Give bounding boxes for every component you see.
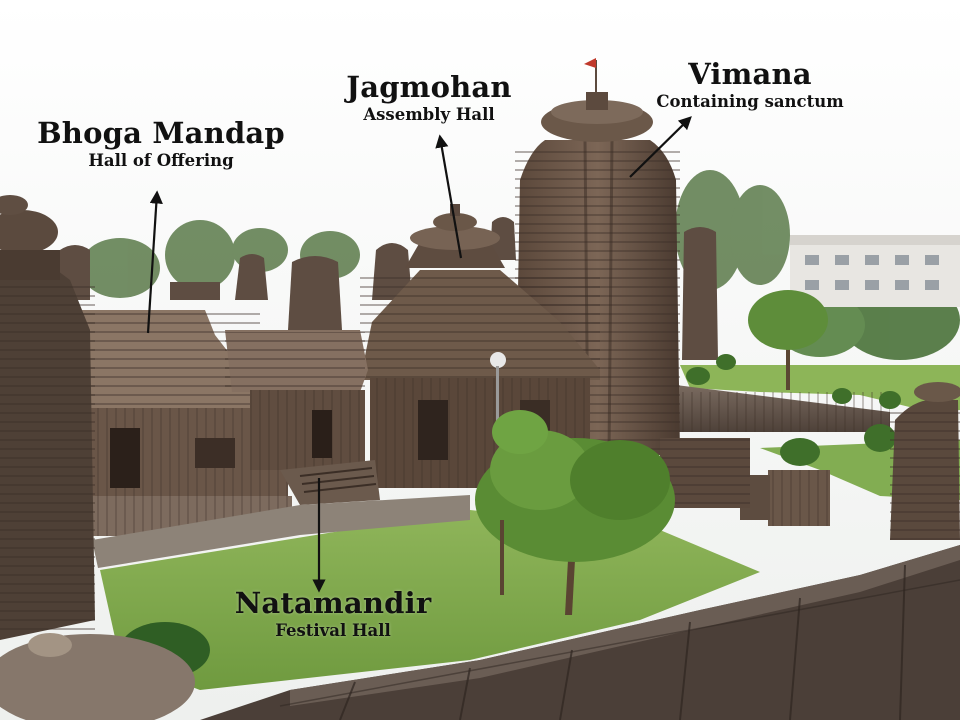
pavement xyxy=(92,495,470,568)
label-title: Bhoga Mandap xyxy=(37,116,285,150)
tree-right xyxy=(748,290,828,390)
shrubs xyxy=(686,354,901,466)
natamandir-hall xyxy=(225,330,380,505)
label-title: Jagmohan xyxy=(346,70,512,104)
label-jagmohan: Jagmohan Assembly Hall xyxy=(322,70,536,126)
label-bhoga-mandap: Bhoga Mandap Hall of Offering xyxy=(30,116,292,172)
right-shrines xyxy=(660,382,960,540)
left-tower xyxy=(0,195,95,640)
label-subtitle: Hall of Offering xyxy=(88,151,234,170)
foreground-rock-top xyxy=(28,633,72,657)
annotation-arrows xyxy=(146,116,692,593)
arrow-bhoga-mandap xyxy=(146,190,163,334)
label-title: Vimana xyxy=(688,57,812,91)
label-title: Natamandir xyxy=(234,586,432,620)
central-tree xyxy=(475,410,675,615)
label-subtitle: Assembly Hall xyxy=(363,105,495,124)
arrow-vimana xyxy=(629,116,692,178)
foreground-parapet xyxy=(200,545,960,720)
jagmohan-roof xyxy=(360,204,600,380)
compound-wall-texture xyxy=(676,392,890,432)
label-natamandir: Natamandir Festival Hall xyxy=(228,586,438,642)
arrow-jagmohan xyxy=(435,134,463,259)
label-vimana: Vimana Containing sanctum xyxy=(640,57,860,113)
background-building xyxy=(790,235,960,307)
label-subtitle: Containing sanctum xyxy=(656,92,844,111)
label-subtitle: Festival Hall xyxy=(275,621,391,640)
bhoga-mandap-hall xyxy=(80,310,292,536)
